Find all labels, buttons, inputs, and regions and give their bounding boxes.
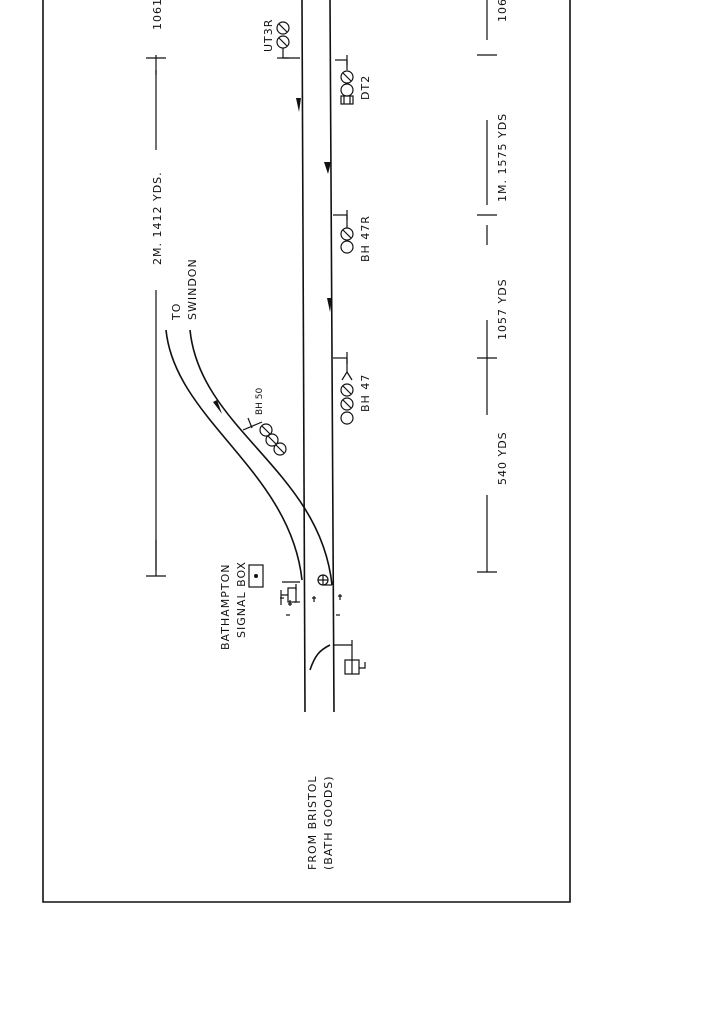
direction-arrows xyxy=(213,98,332,414)
swindon-label: SWINDON xyxy=(186,258,199,320)
junction-signal-lower-icon xyxy=(317,574,342,600)
top-edge-fragment: 1061 xyxy=(151,0,164,30)
signal-box-icon xyxy=(248,564,264,588)
branch-line-inner xyxy=(189,329,333,586)
top-dimension-label: 2M. 1412 YDS. xyxy=(151,171,164,265)
signal-dt2-label: DT2 xyxy=(359,75,372,100)
signal-bh50-label: BH 50 xyxy=(255,387,265,415)
from-goods-label: (BATH GOODS) xyxy=(322,775,335,870)
arrow-up-1 xyxy=(296,98,301,112)
branch-line-outer xyxy=(165,329,303,581)
arrow-branch xyxy=(213,400,222,414)
main-line-up xyxy=(301,0,306,713)
junction-signal-upper-icon xyxy=(280,581,300,606)
frame xyxy=(42,0,571,903)
top-dimension xyxy=(146,55,166,577)
signal-bh47r-icon xyxy=(333,210,354,254)
signal-box-label-2: SIGNAL BOX xyxy=(235,561,248,638)
small-marks xyxy=(286,596,340,616)
bottom-edge-fragment: 106 xyxy=(496,0,509,22)
to-label: TO xyxy=(170,303,183,321)
arrow-down-1 xyxy=(324,162,331,174)
main-line-down xyxy=(329,0,335,713)
arrow-up-2 xyxy=(327,298,332,312)
crossover xyxy=(309,644,331,671)
signal-ut3r-icon xyxy=(276,21,300,59)
bottom-dimension-3: 1M. 1575 YDS xyxy=(496,113,509,202)
signal-box-label-1: BATHAMPTON xyxy=(219,564,232,650)
signal-bh47r-label: BH 47R xyxy=(359,215,372,262)
signal-bh47-label: BH 47 xyxy=(359,374,372,412)
from-label: FROM BRISTOL xyxy=(306,775,319,870)
signal-dt2-icon xyxy=(335,55,354,105)
crossover-signal-icon xyxy=(334,640,366,675)
bottom-dimension xyxy=(477,0,497,573)
bottom-dimension-1: 540 YDS xyxy=(496,431,509,485)
signal-bh50-icon xyxy=(242,417,287,456)
bottom-dimension-2: 1057 YDS xyxy=(496,278,509,340)
signal-bh47-icon xyxy=(333,352,354,425)
signal-ut3r-label: UT3R xyxy=(262,19,275,52)
